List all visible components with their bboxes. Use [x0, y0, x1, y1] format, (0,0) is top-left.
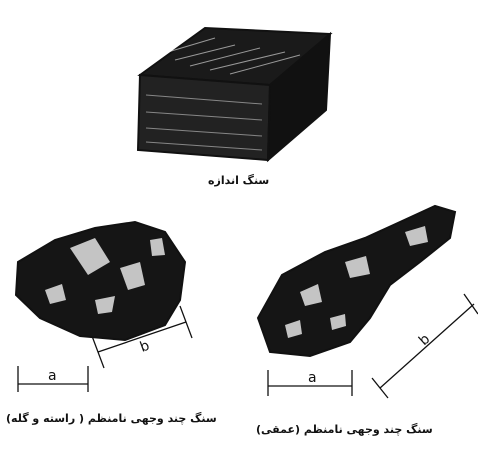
caption-dimension-stone: سنگ اندازه	[208, 174, 269, 187]
irregular-stone-right	[258, 206, 455, 356]
dim-label-right-a: a	[308, 370, 317, 386]
caption-irregular-stone-right: سنگ چند وجهی نامنظم (عمقی)	[256, 423, 433, 436]
dimension-stone-block	[138, 28, 330, 160]
irregular-stone-left	[16, 222, 185, 340]
dim-label-left-a: a	[48, 368, 57, 384]
dim-label-right-b: b	[416, 331, 433, 349]
dim-label-left-b: b	[138, 338, 152, 356]
caption-irregular-stone-left: سنگ چند وجهی نامنظم ( راسته و گله)	[6, 412, 217, 425]
